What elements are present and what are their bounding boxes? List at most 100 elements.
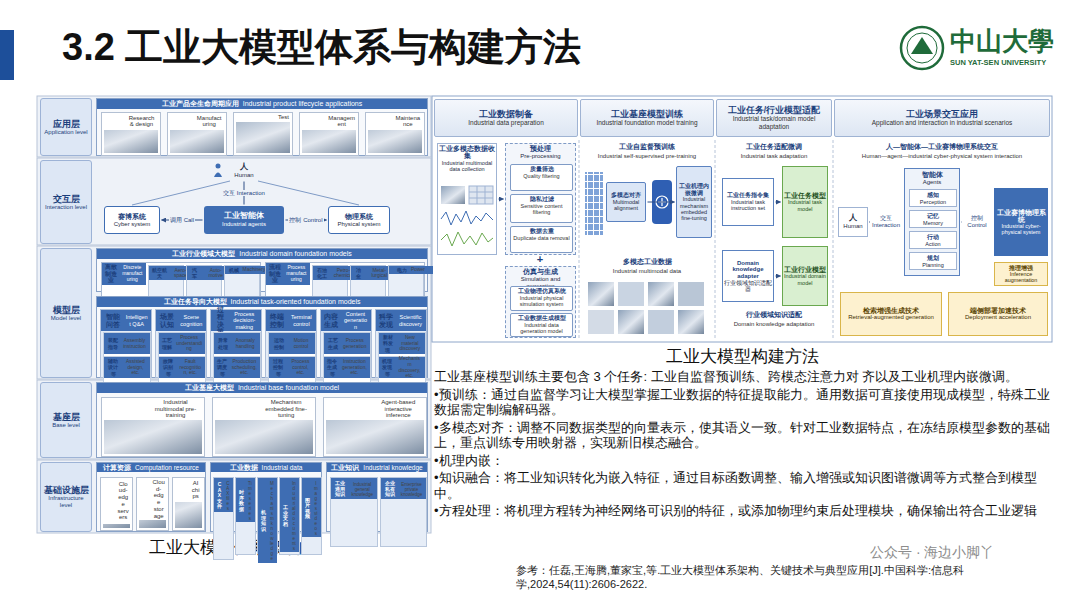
box-text: 计算资源 <box>103 464 131 471</box>
text-group: 工业基座模型训练Industrial foundation model trai… <box>581 100 713 136</box>
stage-header: 工业场景交互应用Application and interaction in i… <box>834 99 1050 137</box>
image-card: 研发设计Research & design <box>101 112 161 156</box>
box-text: Retrieval-augmented generation <box>848 314 934 321</box>
box-text: 经营管理 <box>303 114 324 129</box>
interaction-roof <box>132 181 230 205</box>
box-text: Cloud-edge storage <box>152 479 165 519</box>
text-group: 电力Power <box>389 266 433 274</box>
text-group: 隐私过滤Sensitive content filtering <box>511 195 572 216</box>
box-text: AI芯片 <box>176 479 186 501</box>
box-text: 行业领域知识适配器 <box>724 280 772 292</box>
box-text: Instruction generation, etc. <box>342 359 367 376</box>
text-group: 人Human <box>226 162 262 180</box>
university-emblem <box>901 27 943 69</box>
module-box: 工业机理内嵌微调Industrial mechanism embedded fi… <box>676 166 712 238</box>
data-tile: 工业文档Industrial documents <box>279 477 300 555</box>
box-text: Physical system <box>337 221 380 228</box>
technique-box: 检索增强生成技术Retrieval-augmented generation <box>840 292 942 336</box>
box-text: 多模态对齐 <box>611 192 641 199</box>
layer-panel: 工业产品全生命周期应用Industrial product lifecycle … <box>96 98 428 156</box>
box-text: 工业产品全生命周期应用 <box>162 100 239 108</box>
text-group: 试验测试Test <box>234 113 292 122</box>
box-text: 工业机理内嵌微调 <box>678 183 710 196</box>
text-group: 故障识别等Fault recognition, etc. <box>159 357 205 378</box>
section-heading: 工业任务适配微调 <box>716 143 832 151</box>
box-text: AI chips <box>190 480 201 500</box>
paragraph: •方程处理：将机理方程转为神经网络可识别的特征，或添加物理约束后处理模块，确保输… <box>434 503 1050 519</box>
text-group: 工业机理内嵌微调技术Mechanism embedded fine-tuning <box>213 398 315 420</box>
box-text: 行动 <box>927 234 939 241</box>
text-group: 新材料发现New material discovery <box>379 333 425 354</box>
box-text: 模型层 <box>53 305 80 315</box>
box-text: 仿真与生成 <box>523 268 558 276</box>
box-text: 工业任务指令集 <box>727 192 769 199</box>
box-text: 终端控制 <box>269 313 286 328</box>
person-icon <box>214 173 222 178</box>
data-picture <box>618 282 644 306</box>
box-text: Human <box>234 172 253 179</box>
section-heading: 工业自监督预训练 <box>580 143 714 151</box>
layer-label: 基础设施层Infrastructure level <box>40 462 92 532</box>
text-group: 规划Planning <box>910 253 956 269</box>
text-group: 过程决策Process decision-making <box>211 310 261 331</box>
box-text: Mechanism knowledge <box>270 481 274 562</box>
waveform <box>441 211 493 225</box>
input-box: Domain knowledge adapter行业领域知识适配器 <box>722 250 774 302</box>
box-text: Process understanding <box>176 335 202 352</box>
text-group: 应用层Application level <box>41 99 91 155</box>
task-column: 科学发现 Scientific discovery 新材料发现New materia… <box>375 309 427 378</box>
box-text: 工业物理仿真系统 <box>518 288 566 295</box>
box-text: 内容生成 <box>324 313 339 328</box>
logo-text: 中山大學 <box>950 24 1070 59</box>
task-column: 场景认知Scene cognition工艺理解Process understan… <box>155 309 207 378</box>
connector <box>648 202 675 203</box>
box-text: 企业私有知识 <box>384 481 396 498</box>
box-text: 机理发现等 <box>382 358 393 376</box>
box-text: Management <box>328 115 355 128</box>
task-column: 内容生成Content generation工艺生成Process genera… <box>320 309 372 378</box>
process-step: 隐私过滤Sensitive content filtering <box>510 194 573 223</box>
box-text: Cyber system <box>114 221 151 228</box>
text-group: 工业行业领域大模型Industrial domain foundation mo… <box>97 249 427 259</box>
box-text: 运维服务 <box>369 114 391 129</box>
box-text: 工业行业模型 <box>784 266 826 273</box>
box-text: 异常处理 <box>217 337 229 349</box>
image-card: 云边端服务器Cloud-edge servers <box>100 477 133 531</box>
box-text: Industrial base foundation model <box>238 384 339 392</box>
data-tile: 时序数据Time series <box>235 477 256 555</box>
section-subheading: Industrial multimodal data <box>580 268 714 275</box>
box-text: Motion control <box>290 338 312 349</box>
box-text: Power <box>411 267 425 273</box>
box-text: 工业智能体 <box>224 212 264 220</box>
box-text: 场景认知 <box>159 313 176 328</box>
box-text: 感知 <box>927 192 939 199</box>
box-text: Assisted design, etc. <box>124 359 147 376</box>
box-text: Deployment acceleration <box>965 314 1031 321</box>
data-picture <box>618 310 644 334</box>
text-group: 工艺生成Process generation <box>324 333 370 354</box>
box-text: 生产调度等 <box>217 358 228 376</box>
connector <box>776 276 781 277</box>
text-group: 机理发现等Mechanism discovery, etc. <box>379 357 425 378</box>
image-card: 试验测试Test <box>233 112 293 156</box>
layer-panel: 工业任务导向大模型Industrial task-oriented founda… <box>96 296 428 378</box>
resource-panel: 工业知识Industrial knowledge工业通用知识Industrial… <box>326 462 428 532</box>
data-collection-box: 工业多模态数据收集Industrial multimodal data coll… <box>437 143 497 255</box>
text-group: 运维服务Maintenance <box>366 113 424 130</box>
box-text: Process manufacturing <box>286 265 307 282</box>
box-text: Industrial knowledge <box>363 464 422 471</box>
box-text: Multimodal alignment <box>608 199 644 211</box>
box-text: 生产制造 <box>171 114 191 129</box>
box-text: Industrial multimodal pre-training <box>150 399 201 419</box>
paragraph: 工业基座模型训练主要包含 3 个任务: 工业自监督预训练、跨模态注意力对 齐以及… <box>434 369 1050 385</box>
box-text: Industrial foundation model training <box>596 119 697 126</box>
data-picture <box>469 186 493 204</box>
box-text: Interaction level <box>45 204 87 211</box>
text-group: 指令生成等Instruction generation, etc. <box>324 357 370 378</box>
task-column: 智能问答Intelligent Q&A装配指导Assembly instruct… <box>100 309 152 378</box>
box-text: Scientific discovery <box>398 314 423 326</box>
box-text: 石油化工 <box>316 267 329 279</box>
box-text: 科学发现 <box>379 313 394 328</box>
agent-function: 规划Planning <box>909 252 957 270</box>
connector-label: 控制 Control <box>962 215 993 228</box>
